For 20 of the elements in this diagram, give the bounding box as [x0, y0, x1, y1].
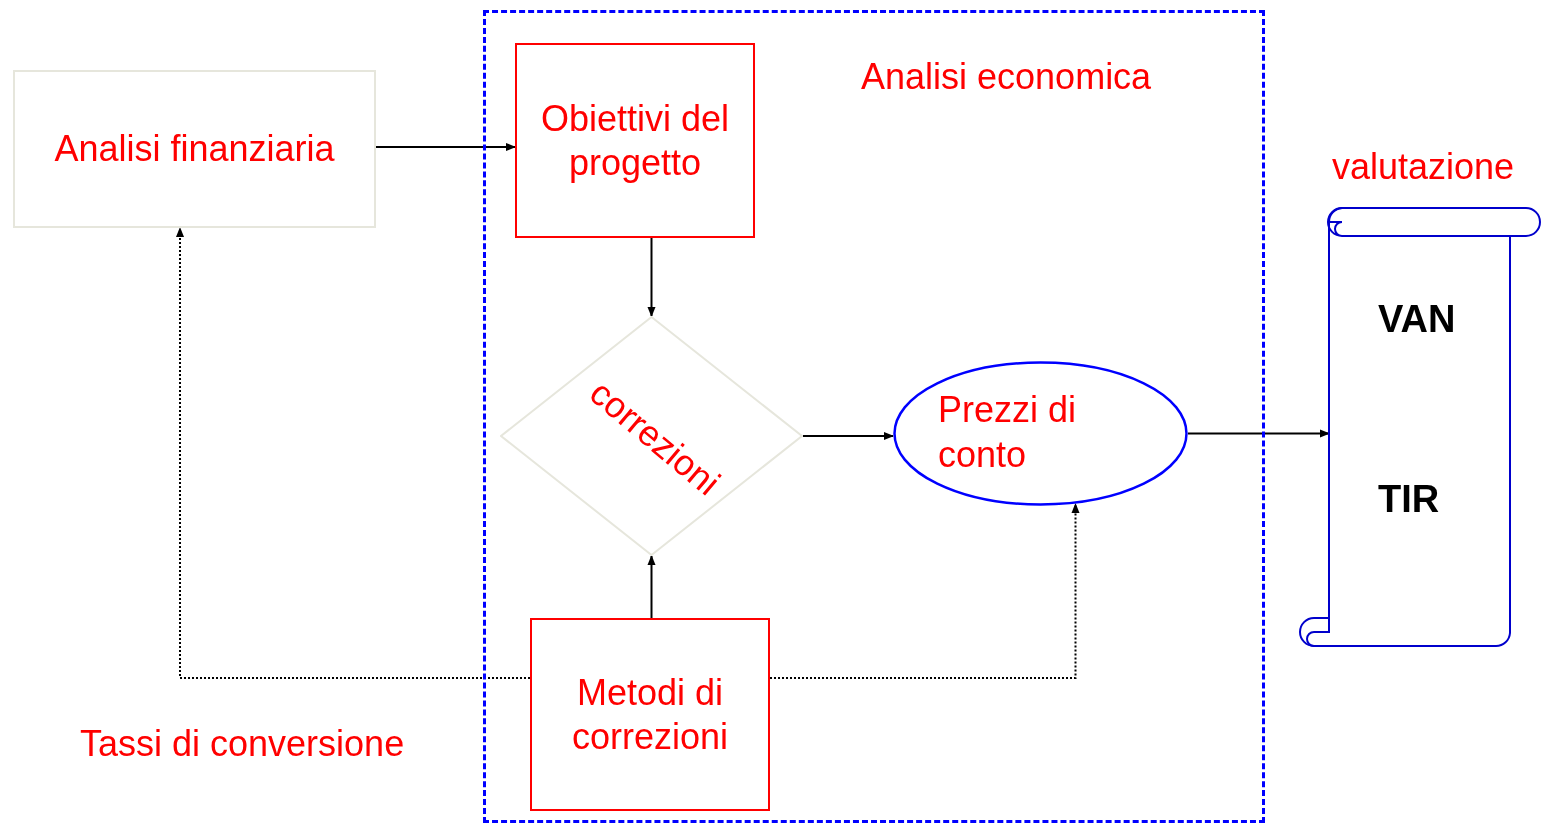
arrow	[647, 555, 656, 619]
process-box	[530, 618, 770, 811]
box-label: Metodi di correzioni	[570, 671, 730, 758]
arrow	[375, 143, 516, 151]
group-title: Analisi economica	[861, 55, 1152, 99]
arrow	[802, 432, 894, 440]
arrow	[1187, 429, 1330, 438]
arrow	[647, 237, 656, 317]
dashed-group-frame	[483, 10, 1265, 823]
process-box	[13, 70, 376, 228]
dotted-arrow	[769, 502, 1080, 679]
scroll-value: VAN	[1378, 297, 1456, 342]
dotted-arrow	[176, 227, 531, 679]
annotation-label: Tassi di conversione	[80, 722, 405, 766]
ellipse-label: Prezzi di conto	[938, 388, 1078, 477]
scroll-heading: valutazione	[1332, 145, 1515, 189]
process-box	[515, 43, 755, 238]
box-label: Obiettivi del progetto	[539, 97, 731, 184]
scroll-value: TIR	[1378, 477, 1440, 522]
box-label: Analisi finanziaria	[53, 127, 336, 171]
